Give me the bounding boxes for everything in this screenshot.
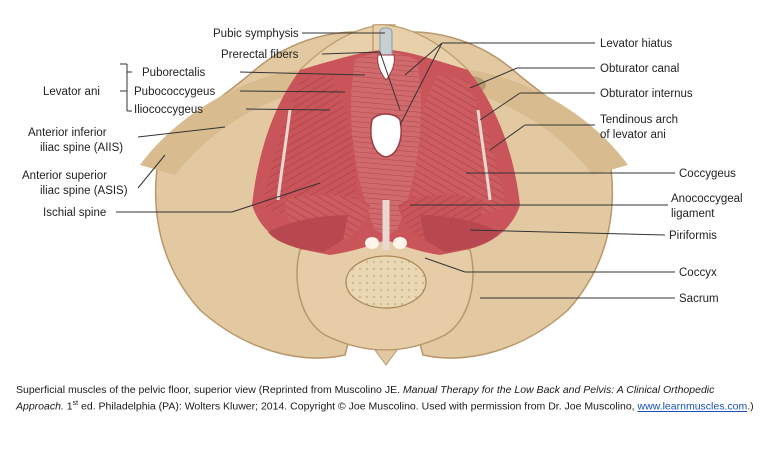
label-obturator-internus: Obturator internus [600, 88, 693, 100]
label-pubic-symphysis: Pubic symphysis [213, 28, 299, 40]
label-tendinous-line2: of levator ani [600, 129, 666, 141]
label-obturator-canal: Obturator canal [600, 63, 679, 75]
label-levator-hiatus: Levator hiatus [600, 38, 672, 50]
label-asis-line1: Anterior superior [22, 170, 107, 182]
figure-caption: Superficial muscles of the pelvic floor,… [16, 383, 756, 414]
caption-edition: 1 [63, 400, 73, 413]
caption-part2: ed. Philadelphia (PA): Wolters Kluwer; 2… [78, 400, 638, 413]
labels-right: Levator hiatus Obturator canal Obturator… [600, 38, 743, 305]
label-anococcygeal-line2: ligament [671, 208, 715, 220]
caption-part1: Superficial muscles of the pelvic floor,… [16, 384, 403, 396]
label-aiis-line2: iliac spine (AIIS) [40, 142, 123, 154]
caption-edition-sup: st [72, 400, 79, 407]
label-levator-ani: Levator ani [43, 86, 100, 98]
label-puborectalis: Puborectalis [142, 67, 206, 79]
labels-left: Pubic symphysis Prerectal fibers Levator… [22, 28, 299, 219]
label-ischial-spine: Ischial spine [43, 207, 106, 219]
sacral-promontory [345, 255, 427, 309]
label-sacrum: Sacrum [679, 293, 719, 305]
label-prerectal-fibers: Prerectal fibers [221, 49, 299, 61]
levator-openings [370, 27, 402, 158]
caption-link[interactable]: www.learnmuscles.com [637, 400, 748, 413]
label-anococcygeal-line1: Anococcygeal [671, 193, 743, 205]
caption-book-title: Manual Therapy for the Low Back and Pelv… [16, 384, 715, 413]
label-piriformis: Piriformis [669, 230, 717, 242]
caption-part3: .) [747, 400, 754, 413]
label-coccygeus: Coccygeus [679, 168, 736, 180]
label-pubococcygeus: Pubococcygeus [134, 86, 215, 98]
label-tendinous-line1: Tendinous arch [600, 114, 678, 126]
label-iliococcygeus: Iliococcygeus [134, 104, 203, 116]
pelvic-floor-illustration: Pubic symphysis Prerectal fibers Levator… [22, 24, 743, 366]
label-aiis-line1: Anterior inferior [28, 127, 107, 139]
label-asis-line2: iliac spine (ASIS) [40, 185, 128, 197]
leader-lines [116, 32, 675, 299]
label-coccyx: Coccyx [679, 267, 717, 279]
